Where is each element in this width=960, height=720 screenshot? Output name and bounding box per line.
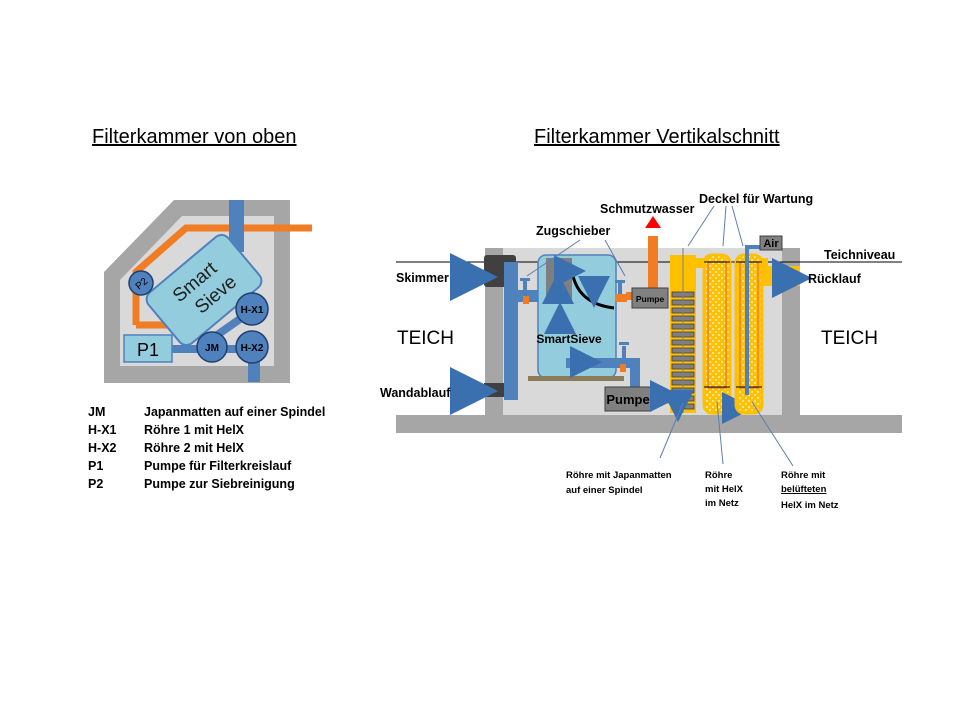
hx1-top [235, 292, 269, 326]
top-view-title: Filterkammer von oben [92, 126, 297, 148]
p2-pump-top [128, 270, 154, 296]
air-label: Air [763, 238, 779, 250]
teichniveau-label: Teichniveau [824, 248, 895, 262]
note-air-line2: belüfteten [781, 484, 827, 495]
note-jm-line2: auf einer Spindel [566, 485, 643, 496]
wandablauf-inlet [484, 383, 504, 397]
section-view: SmartSieve Pumpe Pumpe [380, 192, 902, 511]
schmutzwasser-arrow [645, 216, 661, 228]
note-hx-line3: im Netz [705, 498, 739, 509]
ruecklauf-label: Rücklauf [808, 272, 862, 286]
wandablauf-label: Wandablauf [380, 386, 451, 400]
section-view-title: Filterkammer Vertikalschnitt [534, 126, 780, 148]
hx1-label: H-X1 [241, 305, 264, 316]
air-box [759, 235, 783, 251]
hx2-top [235, 330, 269, 364]
teich-left-label: TEICH [397, 328, 454, 349]
skimmer-pipe [504, 262, 518, 400]
big-pump-label: Pumpe [606, 392, 649, 407]
smartsieve-label: SmartSieve [536, 332, 602, 346]
small-pump-label: Pumpe [636, 294, 665, 304]
helx-tube [702, 253, 732, 415]
schmutzwasser-label: Schmutzwasser [600, 202, 695, 216]
note-hx-line1: Röhre [705, 470, 732, 481]
jm-top [196, 331, 228, 363]
orange-pipe-top [132, 224, 312, 325]
note-jm-line1: Röhre mit Japanmatten [566, 470, 672, 481]
sieve-base [528, 376, 624, 381]
p1-label: P1 [137, 340, 159, 360]
hx2-label: H-X2 [241, 343, 264, 354]
zugschieber-label: Zugschieber [536, 224, 610, 238]
jm-label: JM [205, 343, 219, 354]
note-air-line1: Röhre mit [781, 470, 826, 481]
blue-pipe-top-1 [229, 200, 244, 252]
deckel-label: Deckel für Wartung [699, 192, 813, 206]
top-view: Smart Sieve P2 P1 JM H-X1 H-X2 [104, 200, 312, 383]
ground-slab [396, 415, 902, 433]
note-air-line3: HelX im Netz [781, 500, 839, 511]
teich-right-label: TEICH [821, 328, 878, 349]
note-hx-line2: mit HelX [705, 484, 744, 495]
p1-pump-top [123, 334, 173, 363]
skimmer-label: Skimmer [396, 271, 449, 285]
air-pipe [745, 245, 749, 395]
small-pump [631, 287, 669, 309]
schmutzwasser-pipe [648, 236, 658, 294]
